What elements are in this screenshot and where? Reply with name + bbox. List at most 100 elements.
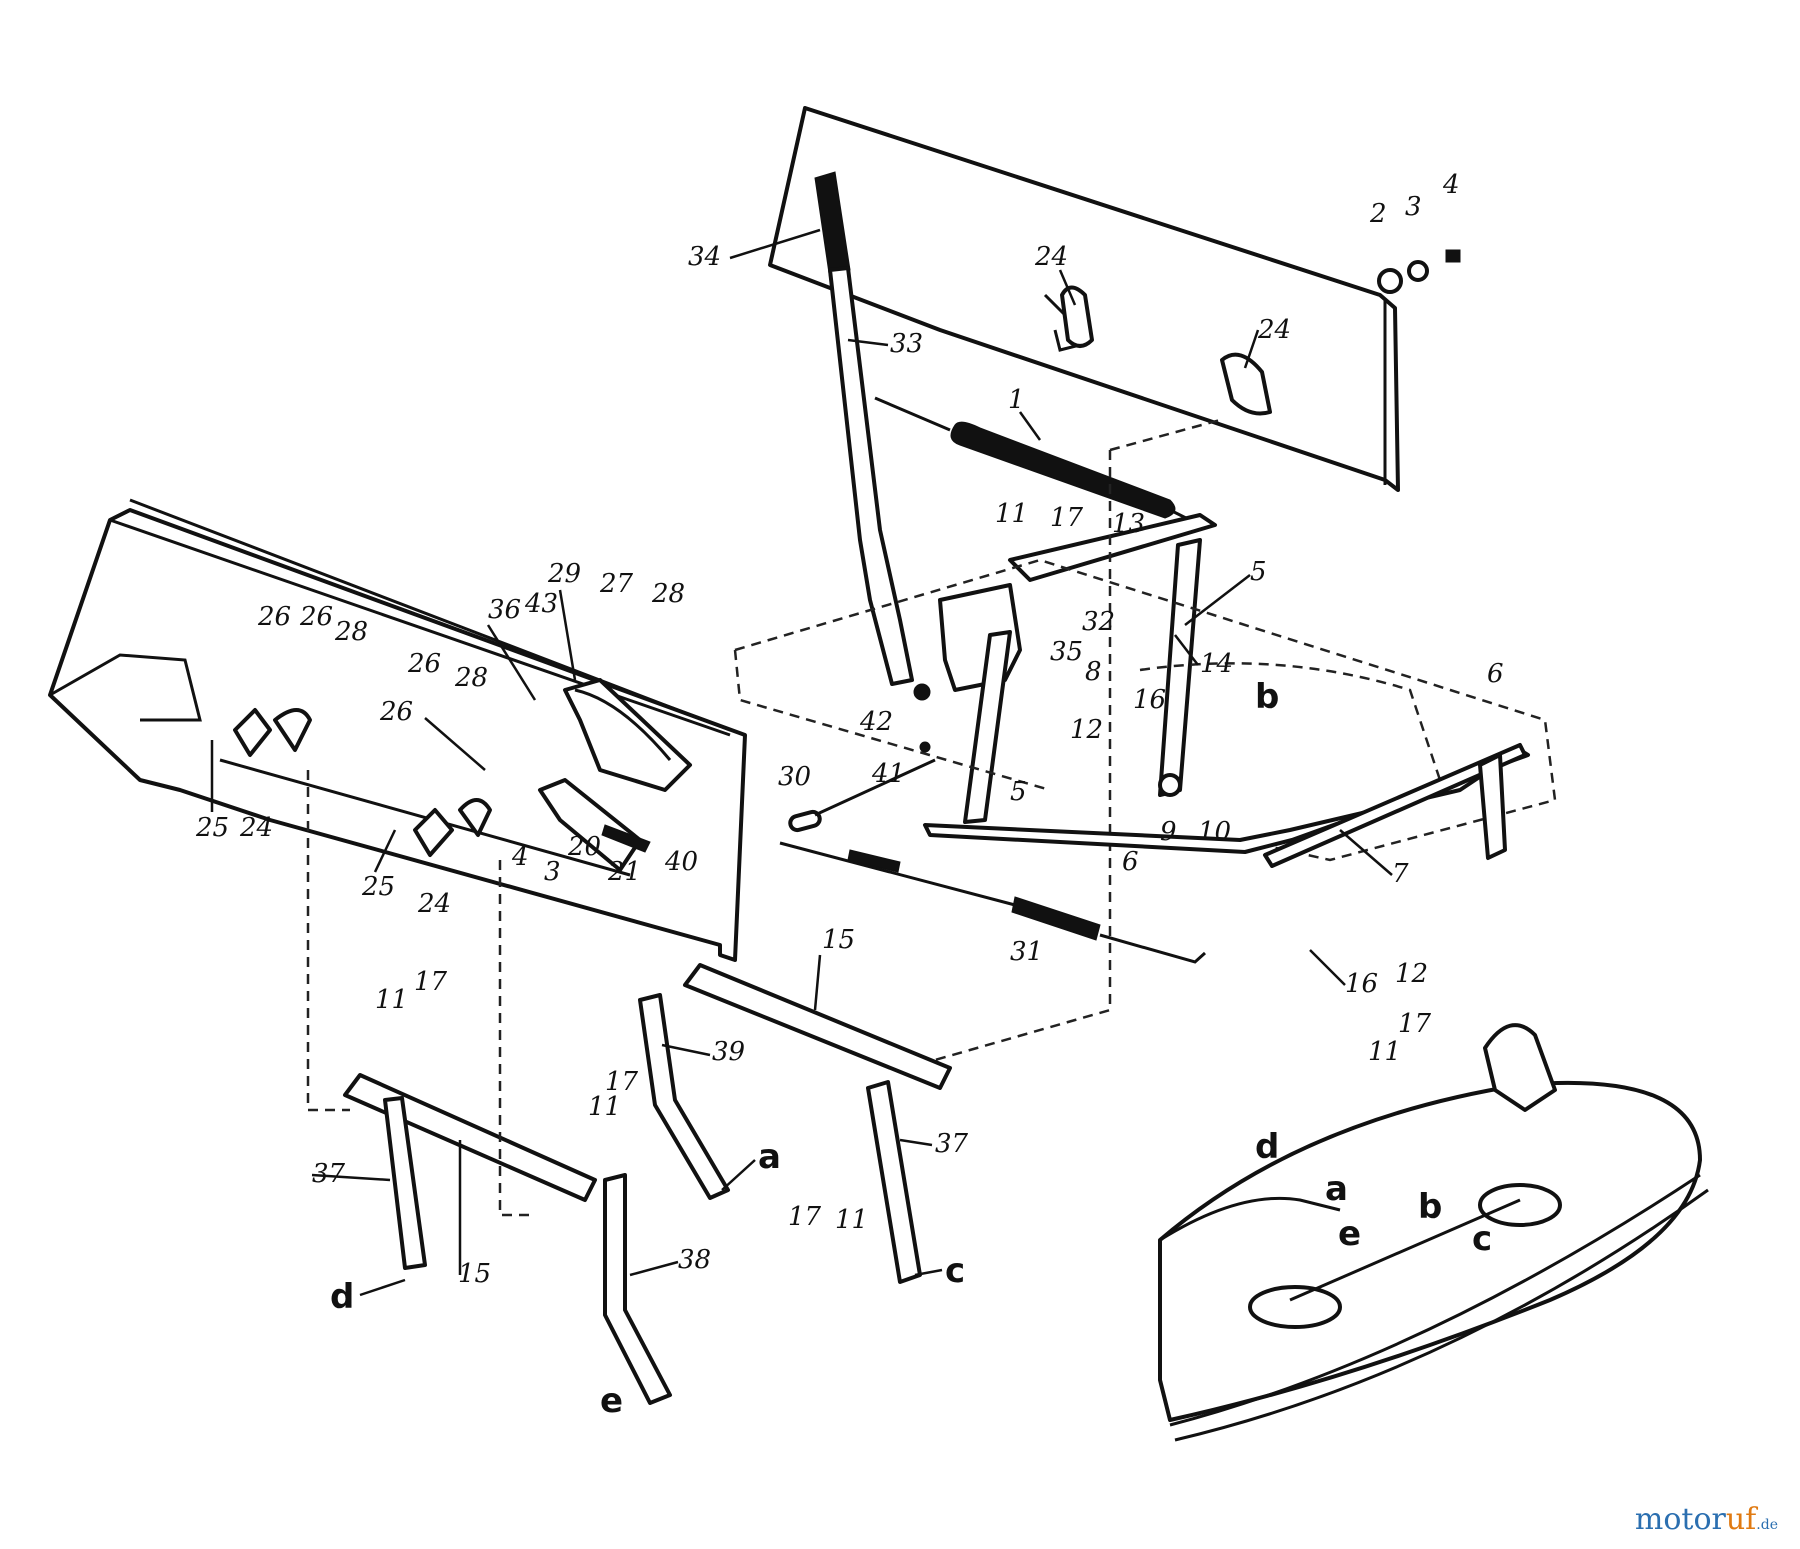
callout-17: 17 — [1050, 503, 1084, 533]
callout-13: 13 — [1112, 509, 1145, 539]
mower-deck — [1158, 1023, 1709, 1442]
bolt-4 — [1445, 249, 1461, 263]
link-37-left — [383, 1096, 427, 1270]
shaft-7 — [1263, 743, 1527, 868]
deck-cover — [48, 498, 747, 962]
watermark-suffix: .de — [1756, 1517, 1778, 1533]
link-37-right — [866, 1080, 922, 1284]
frame-outline — [733, 418, 1557, 1072]
callout-28: 28 — [454, 663, 488, 693]
cam-24-right — [413, 798, 492, 857]
connector-c-deck: c — [1472, 1219, 1492, 1259]
callout-26: 26 — [257, 602, 291, 632]
hinge-bracket-right — [1220, 352, 1272, 416]
callout-16: 16 — [1133, 685, 1166, 715]
callout-26: 26 — [299, 602, 333, 632]
link-38 — [603, 1173, 672, 1405]
callout-15: 15 — [458, 1259, 491, 1289]
callout-29: 29 — [547, 559, 581, 589]
link-15-upper — [683, 963, 952, 1090]
link-39 — [638, 993, 730, 1200]
callout-32: 32 — [1082, 607, 1115, 637]
callout-30: 30 — [778, 762, 811, 792]
callout-24: 24 — [1034, 242, 1068, 272]
callout-3: 3 — [1405, 192, 1422, 222]
callout-36: 36 — [488, 595, 521, 625]
watermark-part1: motor — [1634, 1502, 1726, 1537]
washer-3 — [1407, 260, 1429, 282]
callout-11: 11 — [375, 985, 408, 1015]
callout-37: 37 — [935, 1129, 969, 1159]
callout-33: 33 — [890, 329, 923, 359]
connector-d: d — [330, 1277, 354, 1317]
callout-42: 42 — [859, 707, 893, 737]
callout-17: 17 — [414, 967, 448, 997]
callout-20: 20 — [567, 832, 601, 862]
callout-17: 17 — [788, 1202, 822, 1232]
callout-21: 21 — [607, 857, 641, 887]
callout-1: 1 — [1008, 385, 1025, 415]
callout-12: 12 — [1395, 959, 1428, 989]
callout-6: 6 — [1122, 847, 1139, 877]
callout-25: 25 — [195, 813, 229, 843]
spring-1 — [874, 396, 1191, 522]
callout-14: 14 — [1200, 649, 1233, 679]
callout-28: 28 — [651, 579, 685, 609]
callout-4: 4 — [1442, 170, 1460, 200]
callout-17: 17 — [1398, 1009, 1432, 1039]
connector-b-deck: b — [1418, 1187, 1442, 1227]
callout-26: 26 — [407, 649, 441, 679]
connector-e: e — [600, 1381, 623, 1421]
callouts: 34 33 24 24 2 3 4 1 11 17 13 5 32 14 35 … — [195, 170, 1504, 1289]
nut-2 — [1377, 268, 1403, 294]
cam-24-left — [233, 708, 312, 757]
link-5 — [963, 630, 1012, 824]
connector-a-deck: a — [1325, 1169, 1348, 1209]
callout-27: 27 — [599, 569, 634, 599]
bell-crank-right — [1158, 538, 1202, 797]
callout-9: 9 — [1160, 817, 1177, 847]
callout-24: 24 — [239, 813, 273, 843]
connector-a: a — [758, 1137, 781, 1177]
callout-24: 24 — [417, 889, 451, 919]
connector-e-deck: e — [1338, 1214, 1361, 1254]
callout-37: 37 — [312, 1159, 346, 1189]
callout-10: 10 — [1198, 817, 1231, 847]
callout-11: 11 — [835, 1205, 868, 1235]
callout-5: 5 — [1250, 557, 1267, 587]
callout-17: 17 — [605, 1067, 639, 1097]
link-15-lower — [343, 1073, 597, 1202]
lift-lever — [828, 266, 914, 686]
callout-11: 11 — [1368, 1037, 1401, 1067]
callout-5: 5 — [1010, 777, 1027, 807]
callout-40: 40 — [664, 847, 698, 877]
callout-39: 39 — [712, 1037, 745, 1067]
connection-labels: a d c e b a d b c e — [330, 677, 1492, 1421]
callout-38: 38 — [678, 1245, 711, 1275]
bolt-42 — [913, 683, 931, 701]
callout-15: 15 — [822, 925, 855, 955]
callout-2: 2 — [1369, 199, 1387, 229]
spring-40 — [601, 824, 651, 853]
callout-7: 7 — [1392, 859, 1409, 889]
callout-28: 28 — [334, 617, 368, 647]
spring-31 — [779, 841, 1207, 964]
callout-8: 8 — [1085, 657, 1102, 687]
callout-4: 4 — [511, 842, 529, 872]
pin-41 — [814, 741, 936, 817]
callout-26: 26 — [379, 697, 413, 727]
callout-16: 16 — [1345, 969, 1378, 999]
callout-31: 31 — [1010, 937, 1043, 967]
connector-c: c — [945, 1251, 965, 1291]
callout-3: 3 — [544, 857, 561, 887]
leader-lines — [210, 228, 1393, 1277]
left-guides — [306, 770, 530, 1217]
connector-d-deck: d — [1255, 1127, 1279, 1167]
callout-35: 35 — [1050, 637, 1083, 667]
height-quadrant-29 — [563, 678, 692, 792]
site-watermark: motoruf.de — [1635, 1502, 1778, 1537]
pin-30 — [788, 809, 822, 833]
watermark-part2: uf — [1725, 1502, 1757, 1537]
callout-25: 25 — [361, 872, 395, 902]
